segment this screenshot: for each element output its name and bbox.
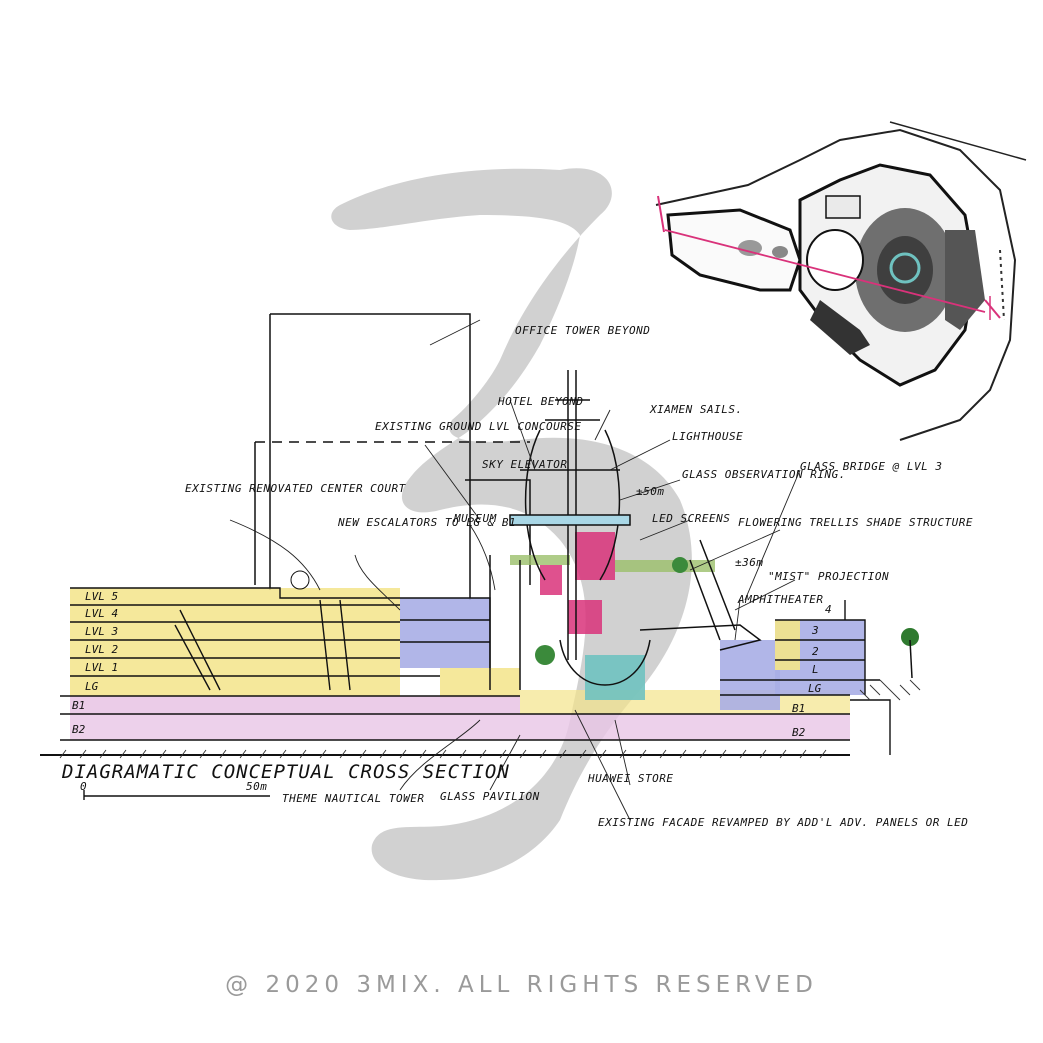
level-r-2: 2 — [812, 645, 819, 658]
leader-lines — [229, 319, 801, 821]
label-amphitheater: AMPHITHEATER — [737, 593, 823, 606]
level-b2: B2 — [72, 723, 86, 736]
label-lighthouse: LIGHTHOUSE — [672, 430, 743, 443]
scale-label: 50m — [246, 780, 267, 793]
label-theme-tower: THEME NAUTICAL TOWER — [282, 792, 424, 805]
label-sky-elevator: SKY ELEVATOR — [482, 458, 567, 471]
drawing-title: DIAGRAMATIC CONCEPTUAL CROSS SECTION — [61, 761, 510, 783]
ground-hatching — [59, 679, 921, 759]
level-r-l: L — [812, 663, 819, 676]
copyright-notice: @ 2020 3MIX. ALL RIGHTS RESERVED — [225, 972, 818, 998]
trees — [290, 557, 919, 679]
label-trellis: FLOWERING TRELLIS SHADE STRUCTURE — [738, 516, 973, 529]
floor-slabs — [70, 532, 865, 740]
label-led-screens: LED SCREENS — [652, 512, 730, 525]
label-escalators: NEW ESCALATORS TO LG & B1 — [337, 516, 516, 529]
label-mist: "MIST" PROJECTION — [768, 570, 889, 583]
label-glass-ring: GLASS OBSERVATION RING. — [682, 468, 846, 481]
level-lvl5: LVL 5 — [85, 590, 118, 603]
level-r-b1: B1 — [792, 702, 805, 715]
level-lvl1: LVL 1 — [85, 661, 118, 674]
level-r-b2: B2 — [792, 726, 806, 739]
label-ring-height: ±50m — [636, 485, 665, 498]
annotation-labels: OFFICE TOWER BEYOND HOTEL BEYOND XIAMEN … — [185, 324, 973, 829]
label-glass-pavilion: GLASS PAVILION — [440, 790, 540, 803]
label-museum: MUSEUM — [453, 512, 497, 525]
level-lvl4: LVL 4 — [85, 607, 118, 620]
scale-bar: 0 50m — [80, 780, 270, 800]
scale-zero: 0 — [80, 780, 87, 793]
label-xiamen-sails: XIAMEN SAILS. — [649, 403, 743, 416]
level-labels-left: LVL 5 LVL 4 LVL 3 LVL 2 LVL 1 LG B1 B2 — [72, 590, 118, 736]
theme-nautical-tower — [489, 370, 762, 690]
label-hotel: HOTEL BEYOND — [497, 395, 583, 408]
level-r-3: 3 — [811, 624, 819, 637]
level-labels-right: 4 3 2 L LG B1 B2 — [792, 603, 832, 739]
label-trellis-height: ±36m — [735, 556, 764, 569]
label-office-tower: OFFICE TOWER BEYOND — [515, 324, 650, 337]
tower-outlines — [254, 313, 531, 600]
label-center-court: EXISTING RENOVATED CENTER COURT — [185, 482, 407, 495]
level-lvl2: LVL 2 — [85, 643, 118, 656]
label-glass-bridge: GLASS BRIDGE @ LVL 3 — [800, 460, 942, 473]
label-existing-concourse: EXISTING GROUND LVL CONCOURSE — [375, 420, 582, 433]
level-lg: LG — [85, 680, 99, 693]
site-plan-thumbnail — [655, 118, 1028, 441]
label-facade: EXISTING FACADE REVAMPED BY ADD'L ADV. P… — [598, 816, 968, 829]
level-lvl3: LVL 3 — [85, 625, 118, 638]
label-huawei: HUAWEI STORE — [587, 772, 673, 785]
level-r-4: 4 — [825, 603, 832, 616]
level-b1: B1 — [72, 699, 85, 712]
level-r-lg: LG — [808, 682, 822, 695]
